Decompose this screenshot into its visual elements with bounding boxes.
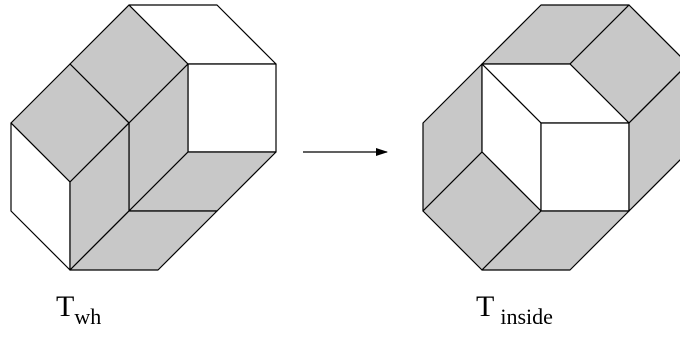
right-tiling-t-inside <box>422 4 680 271</box>
label-t-wh: Twh <box>56 290 101 329</box>
label-t-wh-main: T <box>56 290 75 323</box>
tile-gray-right-vertical <box>628 71 680 212</box>
label-t-wh-sub: wh <box>74 304 102 329</box>
tile-gray-bottom <box>481 210 630 271</box>
tile-white-right-face <box>187 63 277 153</box>
label-t-inside-sub: inside <box>500 304 553 329</box>
tile-white-inner-right <box>540 122 630 212</box>
label-t-inside-main: T <box>476 290 495 323</box>
left-tiling-t-wh <box>10 4 277 271</box>
tile-gray-bottom <box>69 210 218 271</box>
